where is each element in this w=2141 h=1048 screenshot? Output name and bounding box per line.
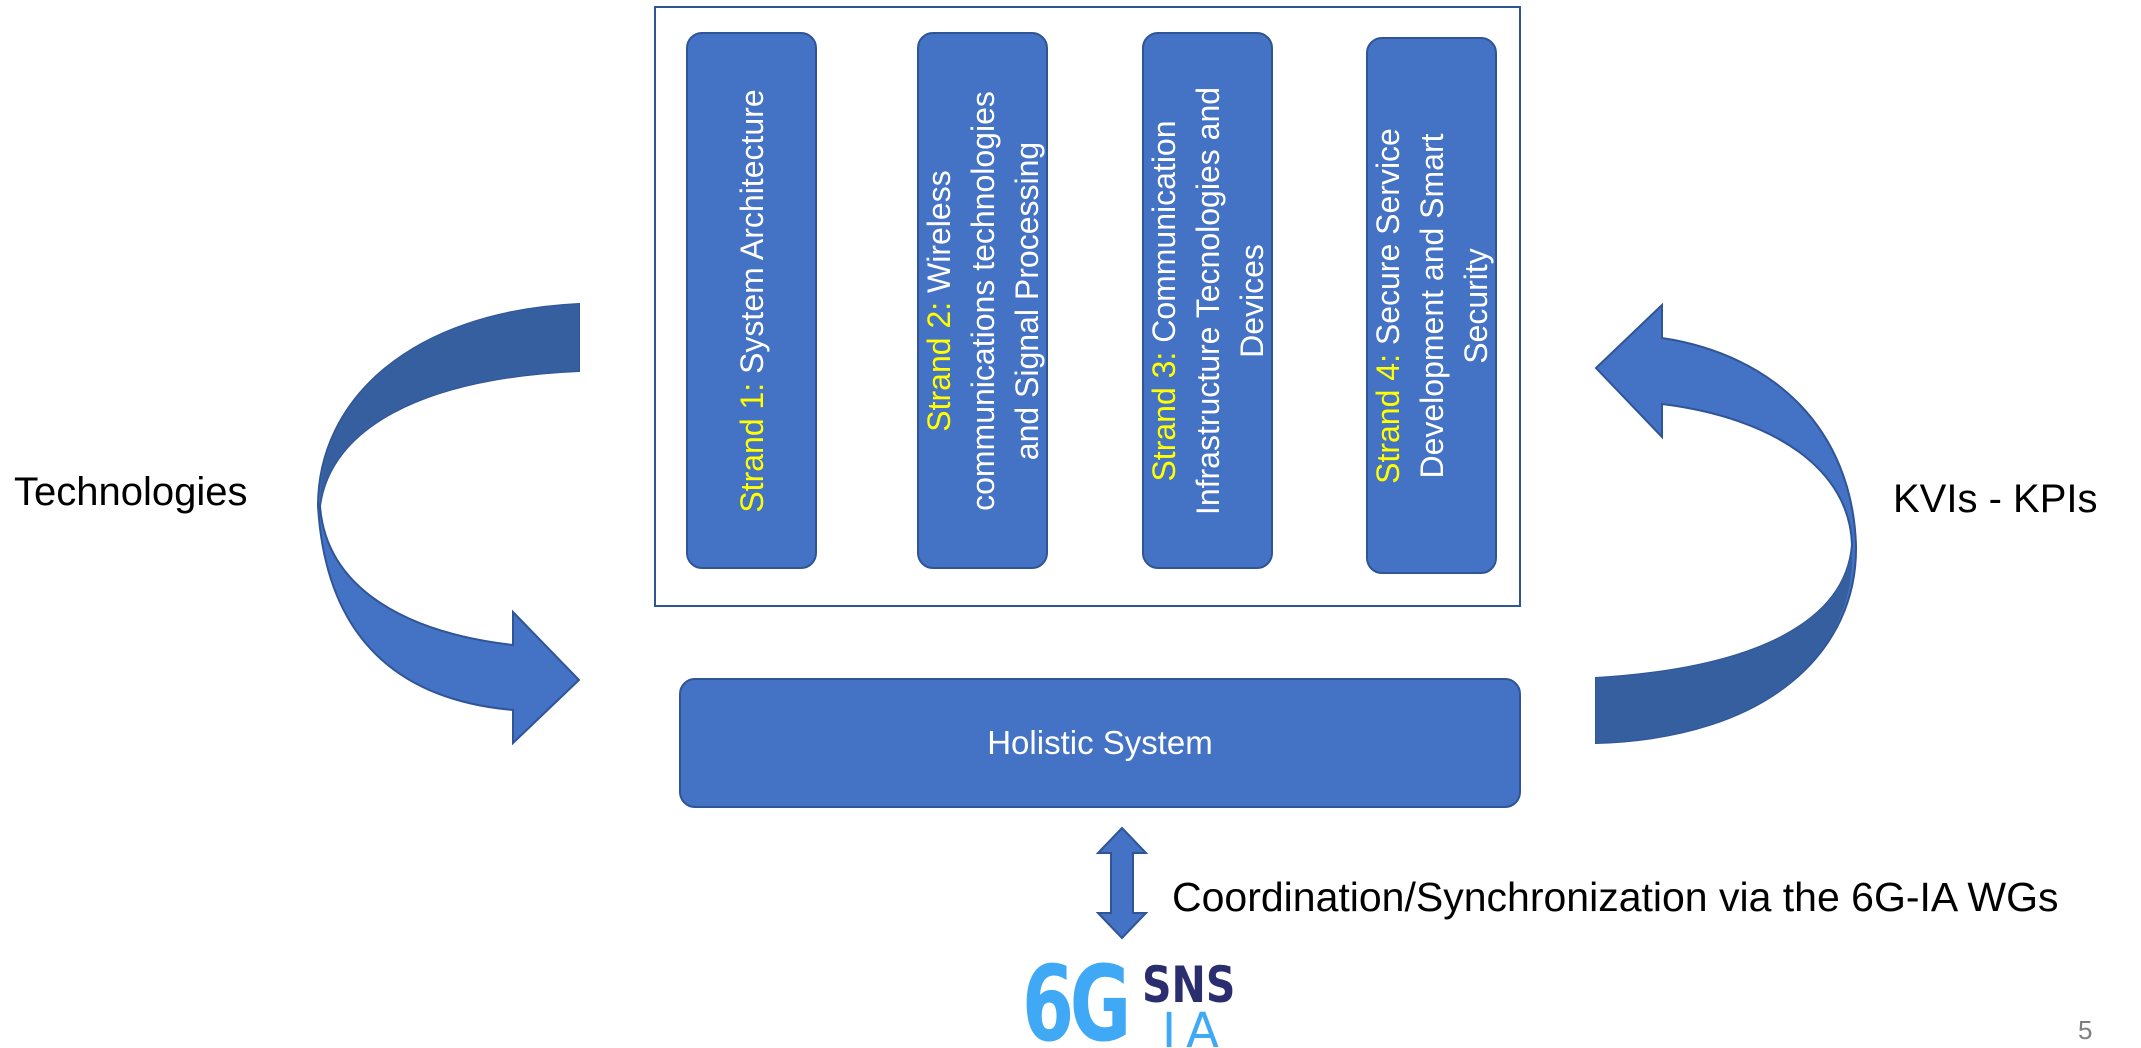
- page-number: 5: [2078, 1015, 2093, 1045]
- strand-2-title-line1: Wireless: [920, 169, 957, 302]
- strand-3-title-line3: Devices: [1233, 243, 1270, 358]
- strand-2-text: Strand 2: Wireless communications techno…: [919, 46, 1046, 556]
- kvis-kpis-label: KVIs - KPIs: [1893, 477, 2098, 521]
- strand-1-box: Strand 1: System Architecture: [686, 32, 817, 569]
- strand-4-box: Strand 4: Secure Service Development and…: [1366, 37, 1497, 574]
- logo-sns-text: SNS: [1142, 956, 1236, 1014]
- logo-ia-text: IA: [1162, 1003, 1229, 1048]
- strand-3-text: Strand 3: Communication Infrastructure T…: [1144, 46, 1271, 556]
- logo-6g-text: 6G: [1022, 955, 1131, 1048]
- technologies-label: Technologies: [14, 470, 248, 514]
- double-vertical-arrow: [1095, 826, 1149, 940]
- strand-2-prefix: Strand 2:: [920, 301, 957, 432]
- strand-4-text: Strand 4: Secure Service Development and…: [1368, 51, 1495, 561]
- strand-3-title-line2: Infrastructure Tecnologies and: [1189, 86, 1226, 515]
- coordination-label: Coordination/Synchronization via the 6G-…: [1172, 874, 2059, 920]
- strand-3-box: Strand 3: Communication Infrastructure T…: [1142, 32, 1273, 569]
- strand-3-prefix: Strand 3:: [1145, 351, 1182, 482]
- strand-4-prefix: Strand 4:: [1369, 353, 1406, 484]
- strand-1-text: Strand 1: System Architecture: [730, 46, 774, 556]
- left-arrow-shade: [319, 304, 579, 506]
- strand-4-title-line3: Security: [1457, 247, 1494, 364]
- strand-1-title: System Architecture: [733, 88, 770, 383]
- strand-1-prefix: Strand 1:: [733, 382, 770, 513]
- right-arrow-shade: [1596, 545, 1853, 743]
- strand-4-title-line2: Development and Smart: [1413, 132, 1450, 479]
- 6g-sns-ia-logo: 6G SNS IA: [1022, 955, 1252, 1048]
- strand-4-title-line1: Secure Service: [1369, 127, 1406, 354]
- strands-frame: [654, 6, 1521, 607]
- strand-2-title-line3: and Signal Processing: [1008, 141, 1045, 460]
- strand-3-title-line1: Communication: [1145, 119, 1182, 352]
- strand-2-title-line2: communications technologies: [964, 90, 1001, 511]
- strand-2-box: Strand 2: Wireless communications techno…: [917, 32, 1048, 569]
- holistic-system-box: Holistic System: [679, 678, 1521, 808]
